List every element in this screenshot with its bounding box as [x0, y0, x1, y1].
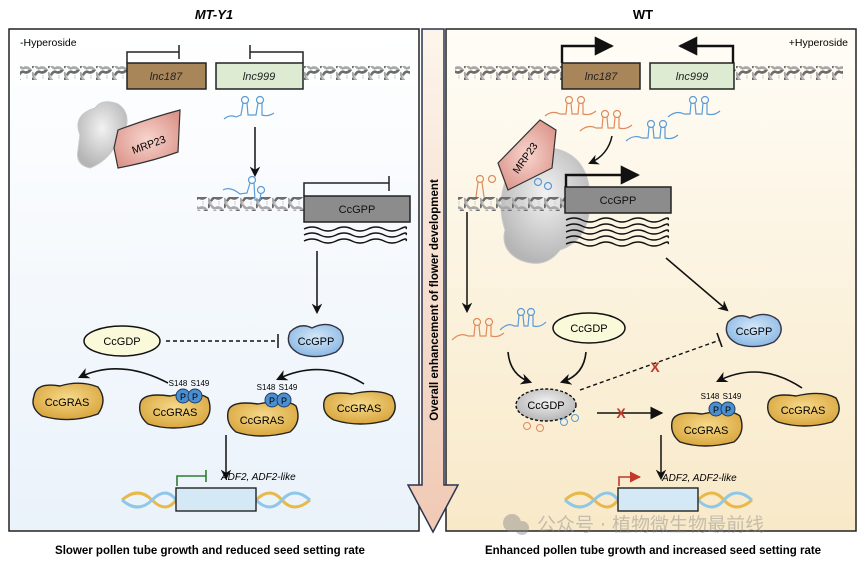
right-condition-label: +Hyperoside	[789, 37, 848, 49]
left-panel	[8, 28, 420, 532]
phospho-label: P	[713, 405, 719, 415]
left-lnc187-gene	[126, 62, 207, 90]
left-lnc999-label: lnc999	[243, 71, 275, 83]
right-ccgpp-gene-label: CcGPP	[600, 195, 637, 207]
left-phospho-arrow	[275, 368, 365, 385]
right-bound-rna-icon	[475, 174, 553, 198]
left-ccgdp-protein	[83, 325, 161, 357]
right-block-mark-1: X	[650, 359, 660, 375]
center-development-arrow: Overall enhancement of flower developmen…	[406, 28, 460, 534]
site-s149-label: S149	[279, 383, 298, 392]
right-lnc999-gene	[649, 62, 735, 90]
right-adf2-label: ADF2, ADF2-like	[661, 473, 737, 484]
left-ccgras-phospho-1: CcGRAS P P S148 S149	[138, 379, 211, 429]
phospho-label: P	[725, 405, 731, 415]
left-dna-strand	[20, 66, 128, 80]
left-lnc187-inhibition-icon	[126, 45, 180, 63]
right-ccgdp-rna-complex: CcGDP	[515, 388, 579, 432]
left-ccgras-unphospho-2: CcGRAS	[323, 390, 396, 425]
left-bound-rna-icon	[222, 175, 266, 201]
left-ccgdp-label: CcGDP	[103, 336, 140, 348]
left-outcome: Slower pollen tube growth and reduced se…	[55, 545, 365, 557]
right-ccgdp-binds-arrow	[559, 351, 587, 385]
right-lnc999-rna-icon	[625, 95, 721, 142]
right-lnc999-label: lnc999	[676, 71, 708, 83]
right-phospho-arrow	[715, 371, 803, 389]
ccgras-label: CcGRAS	[684, 425, 729, 437]
right-ccgpp-protein	[725, 313, 782, 348]
right-dna-strand	[455, 66, 565, 80]
right-ccgdp-protein	[552, 312, 626, 344]
left-condition-label: -Hyperoside	[20, 37, 77, 49]
right-ccgpp-protein-label: CcGPP	[736, 326, 773, 338]
right-lnc187-label: lnc187	[585, 71, 618, 83]
left-dephospho-arrow	[77, 368, 169, 384]
right-lnc999-promoter-arrow	[678, 36, 735, 63]
right-dna-strand	[733, 66, 843, 80]
left-ccgras-unphospho-1: CcGRAS	[32, 382, 104, 421]
left-mrp23-protein: MRP23	[113, 109, 181, 169]
phospho-label: P	[192, 392, 198, 402]
right-dashed-inhibition-bar	[716, 332, 723, 348]
center-arrow-label: Overall enhancement of flower developmen…	[429, 179, 441, 421]
right-mrp23-protein: MRP23	[497, 119, 557, 191]
left-lnc187-label: lnc187	[150, 71, 183, 83]
site-s148-label: S148	[257, 383, 276, 392]
right-outcome: Enhanced pollen tube growth and increase…	[485, 545, 821, 557]
left-ccgpp-inhibition-icon	[303, 176, 390, 196]
left-panel-title: MT-Y1	[195, 7, 233, 22]
site-s149-label: S149	[723, 392, 742, 401]
right-mrna-waves-icon	[565, 217, 670, 247]
ccgras-label: CcGRAS	[153, 407, 198, 419]
left-ccgpp-gene-label: CcGPP	[339, 204, 376, 216]
right-dna-strand-mid	[458, 197, 566, 211]
right-ccgdp-label: CcGDP	[570, 323, 607, 335]
phospho-label: P	[180, 392, 186, 402]
left-adf2-gene	[121, 470, 311, 512]
ccgras-label: CcGRAS	[337, 403, 382, 415]
right-lnc187-gene	[561, 62, 641, 90]
left-ccgpp-gene	[303, 195, 411, 223]
left-lnc999-rna-icon	[223, 95, 275, 120]
right-arrow-to-ccgpp-protein	[665, 257, 729, 312]
left-dna-strand-mid	[197, 197, 305, 211]
site-s149-label: S149	[191, 379, 210, 388]
left-ccgpp-protein-label: CcGPP	[298, 336, 335, 348]
watermark: 公众号 · 植物微生物最前线	[503, 514, 764, 536]
right-lnc187-rna-icon	[544, 95, 633, 132]
right-lnc187-promoter-arrow	[560, 36, 614, 63]
left-lnc999-gene	[215, 62, 304, 90]
right-ccgras-unphospho: CcGRAS	[767, 392, 840, 427]
right-ccgpp-promoter-arrow	[564, 165, 640, 187]
site-s148-label: S148	[169, 379, 188, 388]
site-s148-label: S148	[701, 392, 720, 401]
right-adf2-gene	[563, 471, 753, 512]
left-ccgras-phospho-2: CcGRAS P P S148 S149	[226, 383, 299, 437]
right-rna-binds-arrow	[507, 351, 533, 385]
right-panel	[445, 28, 857, 532]
left-lnc999-inhibition-icon	[249, 45, 304, 63]
left-mrna-waves-icon	[303, 226, 408, 244]
phospho-label: P	[269, 396, 275, 406]
ccgras-label: CcGRAS	[240, 415, 285, 427]
right-complex-label: CcGDP	[527, 400, 564, 412]
phospho-label: P	[281, 396, 287, 406]
right-panel-title: WT	[633, 7, 653, 22]
right-block-mark-2: X	[616, 405, 626, 421]
ccgras-label: CcGRAS	[781, 405, 826, 417]
right-rna-to-complex-arrow	[588, 135, 613, 165]
watermark-text: 公众号 · 植物微生物最前线	[537, 514, 764, 536]
left-dna-strand	[302, 66, 410, 80]
right-ccgpp-gene	[564, 186, 672, 214]
ccgras-label: CcGRAS	[45, 397, 90, 409]
left-ccgpp-protein	[287, 323, 344, 358]
right-free-rna-icon	[451, 307, 547, 341]
right-dashed-inhibition	[579, 339, 721, 391]
right-ccgras-phospho: CcGRAS P P S148 S149	[670, 392, 743, 447]
left-adf2-label: ADF2, ADF2-like	[220, 472, 296, 483]
